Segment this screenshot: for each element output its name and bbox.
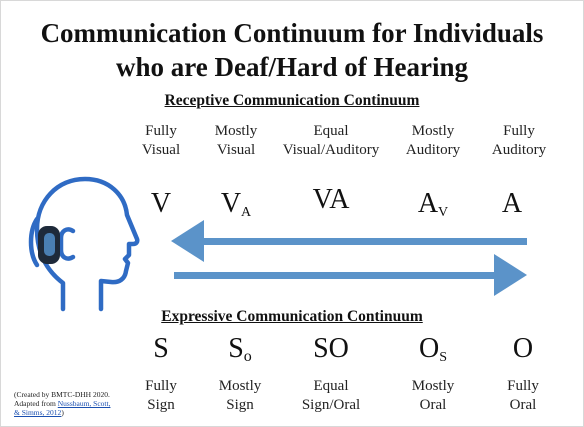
title-line-1: Communication Continuum for Individuals	[40, 18, 544, 48]
credit-line-2: Adapted from	[14, 399, 58, 408]
expressive-symbol-so-sub: So	[228, 333, 252, 365]
receptive-symbol-av-sub: AV	[417, 188, 449, 220]
head-profile-icon	[34, 176, 140, 312]
receptive-symbol-a: A	[501, 188, 523, 219]
receptive-symbol-va: VA	[312, 184, 350, 215]
citation-link-continued[interactable]: & Simms, 2012	[14, 408, 62, 417]
title-line-2: who are Deaf/Hard of Hearing	[116, 52, 468, 82]
receptive-arrow	[171, 220, 527, 262]
expressive-symbol-s: S	[153, 333, 169, 364]
receptive-symbol-va-sub: VA	[220, 188, 252, 220]
expressive-symbol-o: O	[512, 333, 534, 364]
expressive-symbol-so: SO	[313, 333, 349, 364]
credit-line-1: (Created by BMTC-DHH 2020.	[14, 390, 110, 399]
hearing-aid-icon	[28, 216, 76, 268]
receptive-symbol-v: V	[150, 188, 172, 219]
expressive-arrow	[174, 254, 527, 296]
citation-link[interactable]: Nussbaum, Scott,	[57, 399, 111, 408]
expressive-heading: Expressive Communication Continuum	[161, 308, 423, 325]
credit-line-3-end: )	[61, 408, 64, 417]
receptive-heading: Receptive Communication Continuum	[164, 92, 420, 109]
credit-note: (Created by BMTC-DHH 2020. Adapted from …	[14, 390, 124, 417]
expressive-symbol-os-sub: OS	[418, 333, 448, 365]
